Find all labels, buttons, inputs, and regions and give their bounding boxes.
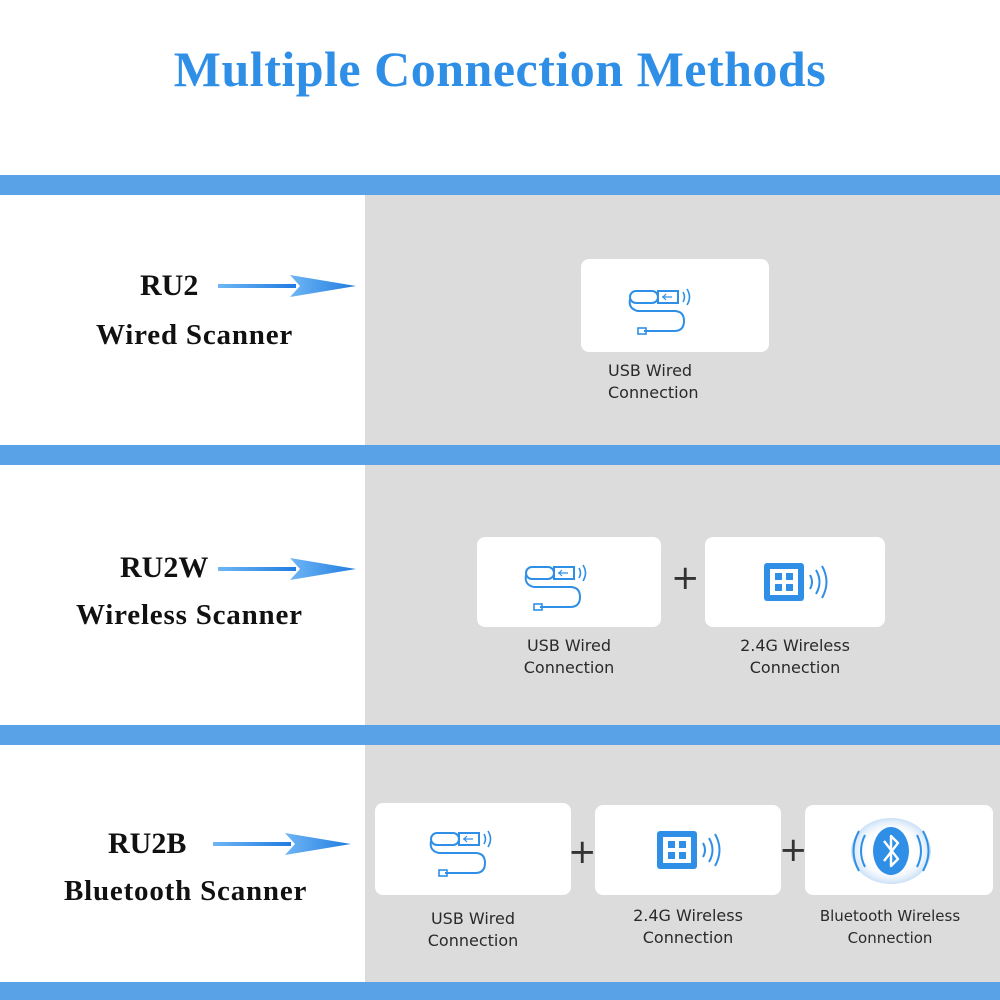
method-card xyxy=(595,805,781,895)
arrow-icon xyxy=(213,833,351,855)
methods-panel: USB Wired Connection xyxy=(365,195,1000,445)
method-caption: 2.4G Wireless Connection xyxy=(633,906,743,947)
row-ru2: RU2 Wired Scanner USB Wired Connection xyxy=(0,195,1000,445)
plus-sign: + xyxy=(568,832,597,872)
method-card xyxy=(581,259,769,352)
method-caption: Bluetooth Wireless Connection xyxy=(819,907,961,947)
model-description: Bluetooth Scanner xyxy=(64,875,308,907)
model-description: Wireless Scanner xyxy=(76,599,303,631)
usb-cable-icon xyxy=(628,288,691,335)
divider-band xyxy=(0,725,1000,745)
methods-panel: USB Wired Connection + 2.4G Wireless Con… xyxy=(365,465,1000,725)
methods-panel: USB Wired Connection + 2.4G Wireless Con… xyxy=(365,745,1000,982)
usb-cable-icon xyxy=(524,564,587,611)
divider-band xyxy=(0,982,1000,1000)
divider-band xyxy=(0,445,1000,465)
row-ru2w: RU2W Wireless Scanner USB Wired Connecti… xyxy=(0,465,1000,725)
model-panel: RU2W Wireless Scanner xyxy=(0,465,365,725)
bluetooth-icon xyxy=(851,817,931,885)
method-card xyxy=(805,805,993,895)
method-caption: USB Wired Connection xyxy=(523,636,615,677)
plus-sign: + xyxy=(671,558,700,598)
usb-dongle-icon xyxy=(656,830,721,870)
model-panel: RU2 Wired Scanner xyxy=(0,195,365,445)
model-name: RU2 xyxy=(140,269,199,302)
model-name: RU2B xyxy=(108,827,187,860)
divider-band xyxy=(0,175,1000,195)
plus-sign: + xyxy=(779,830,808,870)
row-ru2b: RU2B Bluetooth Scanner USB Wired Connect… xyxy=(0,745,1000,982)
usb-cable-icon xyxy=(429,830,492,877)
page-title: Multiple Connection Methods xyxy=(173,41,827,97)
method-card xyxy=(477,537,661,627)
model-description: Wired Scanner xyxy=(96,319,294,351)
method-caption: 2.4G Wireless Connection xyxy=(740,636,850,677)
arrow-icon xyxy=(218,558,356,580)
method-card xyxy=(705,537,885,627)
method-caption: USB Wired Connection xyxy=(427,909,519,950)
method-caption: USB Wired Connection xyxy=(608,361,699,402)
usb-dongle-icon xyxy=(763,562,828,602)
method-card xyxy=(375,803,571,895)
model-name: RU2W xyxy=(120,551,209,584)
arrow-icon xyxy=(218,275,356,297)
model-panel: RU2B Bluetooth Scanner xyxy=(0,745,365,982)
